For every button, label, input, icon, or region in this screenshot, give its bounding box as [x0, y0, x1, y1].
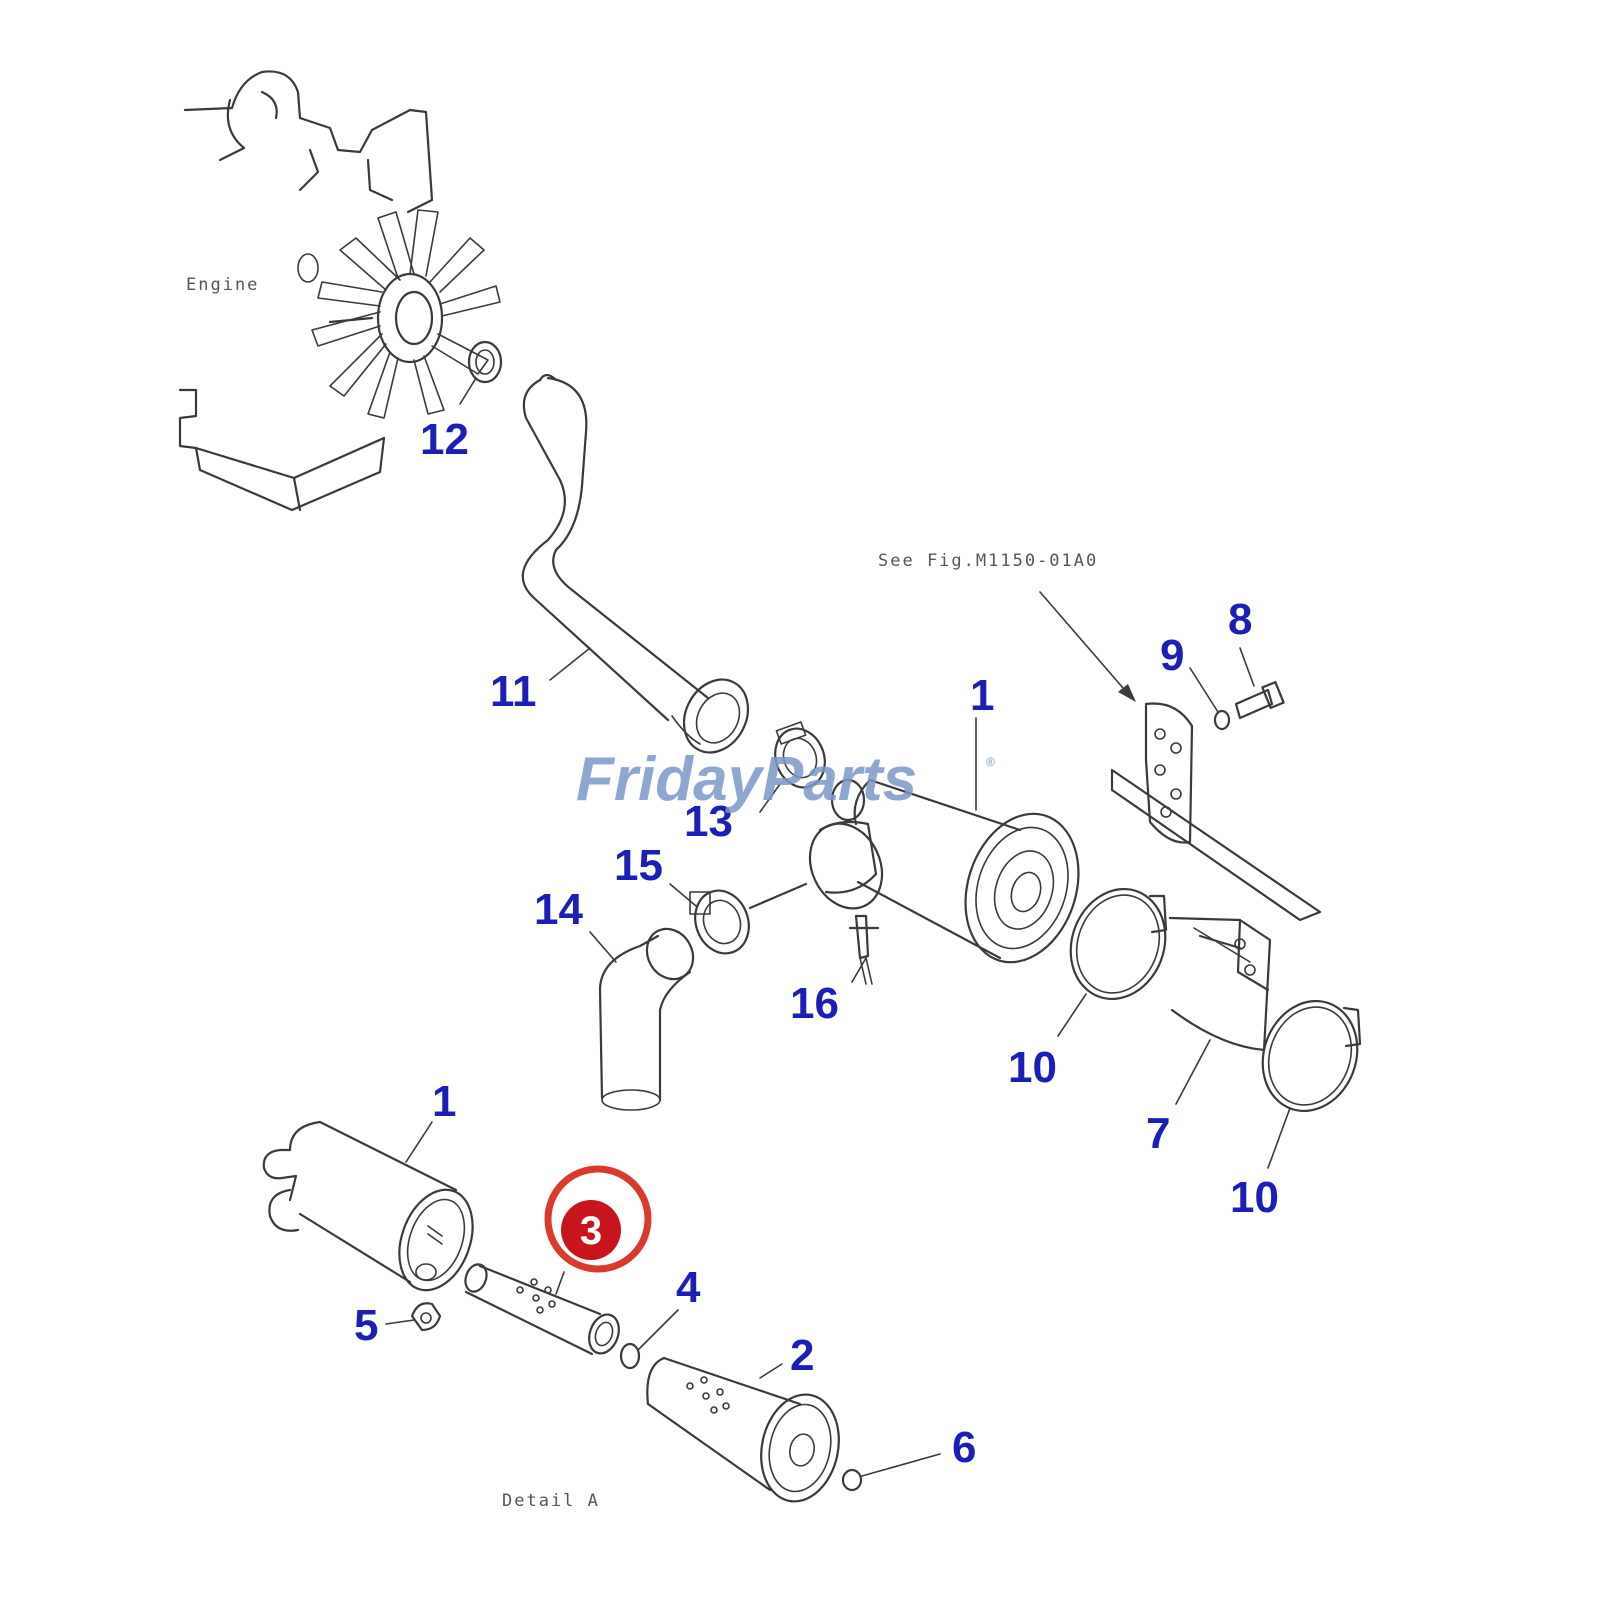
- nut-5-drawing: [410, 1302, 442, 1332]
- callout-9[interactable]: 9: [1160, 631, 1184, 680]
- callout-1-top[interactable]: 1: [970, 671, 994, 720]
- hose-11-drawing: [521, 373, 750, 754]
- callout-3[interactable]: 3: [580, 1209, 602, 1253]
- nut-6-drawing: [841, 1468, 863, 1492]
- watermark: FridayParts ®: [576, 745, 995, 814]
- clamp-15-connector-line: [748, 882, 808, 910]
- bracket-7-drawing: [1168, 916, 1272, 1052]
- callout-7[interactable]: 7: [1146, 1109, 1170, 1158]
- callout-15[interactable]: 15: [614, 841, 663, 890]
- indicator-16-drawing: [848, 914, 880, 985]
- washer-4-drawing: [619, 1342, 641, 1370]
- highlight-badge: [561, 1200, 621, 1260]
- see-fig-label: See Fig.M1150-01A0: [878, 551, 1098, 571]
- callout-16[interactable]: 16: [790, 979, 839, 1028]
- callout-5[interactable]: 5: [354, 1301, 378, 1350]
- highlight-ring: [544, 1165, 652, 1273]
- callout-12[interactable]: 12: [420, 415, 469, 464]
- callout-14[interactable]: 14: [534, 885, 583, 934]
- watermark-text: FridayParts: [576, 745, 917, 814]
- callout-10-a[interactable]: 10: [1008, 1043, 1057, 1092]
- bolt-8-drawing: [1234, 681, 1285, 720]
- callout-4[interactable]: 4: [676, 1263, 701, 1312]
- detail-label: Detail A: [502, 1491, 600, 1511]
- engine-drawing: [178, 70, 434, 512]
- fan-drawing: [297, 209, 503, 419]
- callout-13[interactable]: 13: [684, 797, 733, 846]
- callout-6[interactable]: 6: [952, 1423, 976, 1472]
- engine-label: Engine: [186, 275, 259, 295]
- element-3-drawing: [464, 1263, 620, 1356]
- washer-9-drawing: [1213, 709, 1231, 731]
- callout-2[interactable]: 2: [790, 1331, 814, 1380]
- band-10-b-drawing: [1261, 999, 1362, 1113]
- callout-8[interactable]: 8: [1228, 595, 1252, 644]
- callout-1-bottom[interactable]: 1: [432, 1077, 456, 1126]
- element-2-drawing: [646, 1356, 840, 1503]
- clamp-15-drawing: [689, 889, 750, 955]
- leader-lines: [385, 377, 1291, 1477]
- clamp-13-drawing: [774, 721, 826, 789]
- highlight-part-3[interactable]: 3: [544, 1165, 652, 1273]
- bracket-drawing: [1110, 702, 1322, 922]
- watermark-registered: ®: [986, 755, 995, 769]
- callout-11[interactable]: 11: [490, 667, 537, 716]
- elbow-14-drawing: [598, 927, 695, 1111]
- air-cleaner-top-drawing: [808, 778, 1080, 964]
- air-cleaner-bottom-drawing: [262, 1120, 474, 1292]
- callout-10-b[interactable]: 10: [1230, 1173, 1279, 1222]
- band-10-a-drawing: [1069, 887, 1168, 1001]
